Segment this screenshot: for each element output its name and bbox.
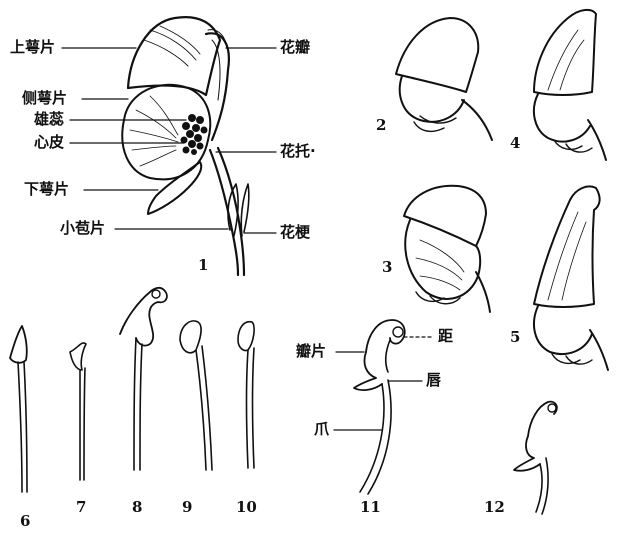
petal-diagram-12 (514, 402, 557, 514)
figure-number-6: 6 (20, 514, 30, 529)
figure-number-11: 11 (360, 500, 381, 515)
petal-diagram-7 (70, 343, 86, 480)
label-lip: 唇 (426, 373, 441, 388)
petal-diagram-11 (354, 320, 405, 494)
flower-diagram-2 (396, 18, 492, 140)
label-carpels: 心皮 (34, 135, 64, 150)
flower-diagram-5 (534, 187, 608, 371)
label-petal: 花瓣 (280, 40, 310, 55)
petal-diagram-6 (10, 326, 27, 492)
petal-diagram-9 (180, 321, 212, 470)
figure-number-3: 3 (382, 260, 392, 275)
figure-number-4: 4 (510, 136, 520, 151)
figure-number-7: 7 (76, 500, 86, 515)
figure-number-9: 9 (182, 500, 192, 515)
label-claw: 爪 (314, 422, 329, 437)
label-lower-sepal: 下萼片 (24, 182, 69, 197)
label-stamens: 雄蕊 (34, 112, 64, 127)
lower-sepal-shape (148, 162, 201, 214)
figure-number-5: 5 (510, 330, 520, 345)
flower-diagram-1 (122, 17, 248, 275)
pedicel-shape (210, 150, 238, 275)
upper-sepal-shape (128, 17, 220, 95)
petal-diagram-8 (120, 288, 167, 470)
label-bracteole: 小苞片 (60, 221, 105, 236)
label-receptacle: 花托· (280, 144, 316, 159)
figure-number-8: 8 (132, 500, 142, 515)
leader-lines (62, 48, 434, 430)
figure-number-1: 1 (198, 258, 208, 273)
figure-number-10: 10 (236, 500, 257, 515)
petal-diagram-10 (238, 322, 254, 468)
figure-number-2: 2 (376, 118, 386, 133)
label-petal-blade: 瓣片 (296, 344, 326, 359)
flower-diagram-4 (534, 10, 606, 160)
flower-diagram-3 (404, 186, 490, 312)
label-upper-sepal: 上萼片 (10, 40, 55, 55)
label-spur: 距 (438, 329, 453, 344)
label-lateral-sepal: 侧萼片 (22, 91, 67, 106)
figure-number-12: 12 (484, 500, 505, 515)
label-pedicel: 花梗 (280, 225, 310, 240)
